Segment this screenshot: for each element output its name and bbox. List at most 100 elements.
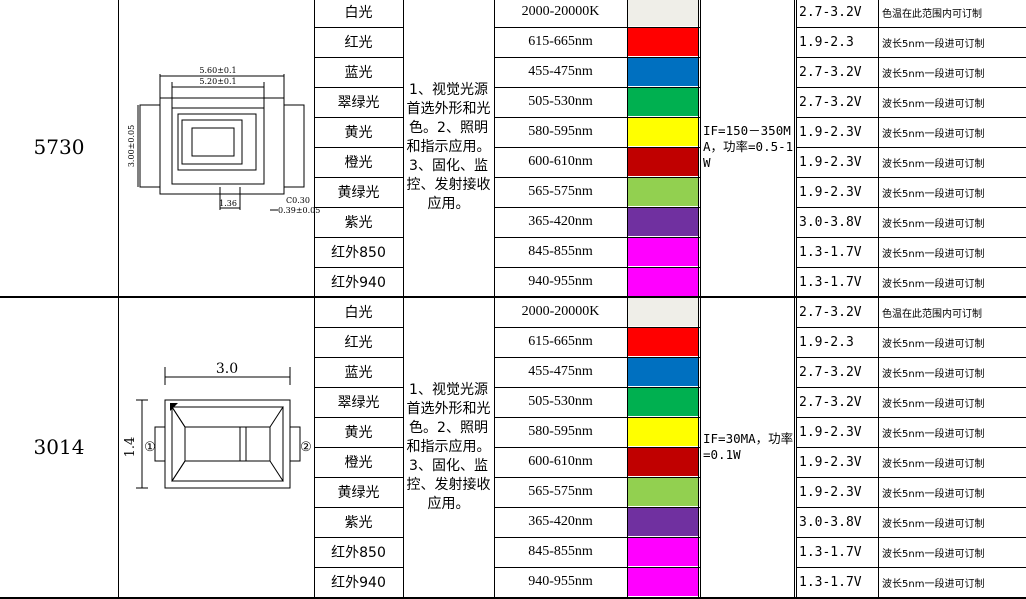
- row-divider: [314, 537, 403, 538]
- forward-voltage: 1.9-2.3: [799, 334, 854, 350]
- wavelength: 940-955nm: [528, 274, 593, 289]
- row-divider: [494, 507, 700, 508]
- forward-voltage: 1.9-2.3V: [799, 184, 862, 200]
- dim-height: 1.4: [123, 437, 138, 458]
- forward-voltage: 3.0-3.8V: [799, 214, 862, 230]
- row-divider: [314, 57, 403, 58]
- color-name: 黄绿光: [337, 185, 380, 201]
- color-name: 白光: [344, 305, 373, 321]
- row-divider: [314, 87, 403, 88]
- row-divider: [796, 417, 1026, 418]
- column-divider: [796, 0, 797, 599]
- forward-voltage: 1.9-2.3: [799, 34, 854, 50]
- wavelength: 505-530nm: [528, 394, 593, 409]
- custom-note: 波长5nm一段进可订制: [882, 548, 985, 560]
- column-divider: [314, 0, 315, 599]
- row-divider: [314, 267, 403, 268]
- forward-voltage: 1.9-2.3V: [799, 124, 862, 140]
- application-line: 3、固化、监控、发射接收应用。: [406, 457, 491, 512]
- color-name: 红光: [344, 335, 373, 351]
- dim-corner: C0.30: [286, 196, 310, 205]
- row-divider: [314, 177, 403, 178]
- custom-note: 波长5nm一段进可订制: [882, 368, 985, 380]
- custom-note: 波长5nm一段进可订制: [882, 98, 985, 110]
- row-divider: [314, 207, 403, 208]
- row-divider: [314, 147, 403, 148]
- custom-note: 波长5nm一段进可订制: [882, 338, 985, 350]
- row-divider: [494, 27, 700, 28]
- row-divider: [796, 117, 1026, 118]
- row-divider: [494, 357, 700, 358]
- color-swatch: [628, 418, 699, 446]
- custom-note: 波长5nm一段进可订制: [882, 518, 985, 530]
- package-drawing-5730: 5.60±0.1 5.20±0.1 3.00±0.05 1.36 0.39±0.…: [127, 66, 320, 215]
- column-divider: [403, 0, 404, 599]
- custom-note: 波长5nm一段进可订制: [882, 578, 985, 590]
- application-line: 3、固化、监控、发射接收应用。: [406, 157, 491, 212]
- custom-note: 波长5nm一段进可订制: [882, 68, 985, 80]
- wavelength: 845-855nm: [528, 244, 593, 259]
- row-divider: [494, 477, 700, 478]
- custom-note: 波长5nm一段进可订制: [882, 158, 985, 170]
- custom-note: 波长5nm一段进可订制: [882, 398, 985, 410]
- application-text: 1、视觉光源首选外形和光色。2、照明和指示应用。3、固化、监控、发射接收应用。: [403, 297, 494, 597]
- custom-note: 色温在此范围内可订制: [882, 8, 982, 20]
- color-swatch: [628, 568, 699, 596]
- color-name: 橙光: [344, 455, 373, 471]
- row-divider: [314, 477, 403, 478]
- color-name: 红外850: [331, 545, 386, 561]
- wavelength: 580-595nm: [528, 424, 593, 439]
- application-lines: 1、视觉光源首选外形和光色。2、照明和指示应用。3、固化、监控、发射接收应用。: [405, 381, 493, 514]
- row-divider: [314, 417, 403, 418]
- drive-spec-text: IF=30MA，功率=0.1W: [703, 431, 794, 462]
- wavelength: 565-575nm: [528, 484, 593, 499]
- row-divider: [494, 207, 700, 208]
- color-swatch: [628, 388, 699, 416]
- color-swatch: [628, 298, 699, 326]
- column-divider: [878, 0, 879, 599]
- color-swatch: [628, 358, 699, 386]
- color-swatch: [628, 508, 699, 536]
- row-divider: [314, 117, 403, 118]
- wavelength: 940-955nm: [528, 574, 593, 589]
- row-divider: [314, 327, 403, 328]
- custom-note: 波长5nm一段进可订制: [882, 218, 985, 230]
- forward-voltage: 2.7-3.2V: [799, 64, 862, 80]
- row-divider: [494, 117, 700, 118]
- row-divider: [796, 567, 1026, 568]
- color-name: 蓝光: [344, 65, 373, 81]
- color-swatch: [628, 148, 699, 176]
- custom-note: 波长5nm一段进可订制: [882, 488, 985, 500]
- forward-voltage: 1.9-2.3V: [799, 454, 862, 470]
- application-line: 1、视觉光源首选外形和光色。: [406, 381, 491, 436]
- row-divider: [314, 27, 403, 28]
- wavelength: 600-610nm: [528, 454, 593, 469]
- forward-voltage: 1.3-1.7V: [799, 274, 862, 290]
- color-swatch: [628, 478, 699, 506]
- row-divider: [796, 357, 1026, 358]
- row-divider: [314, 237, 403, 238]
- forward-voltage: 3.0-3.8V: [799, 514, 862, 530]
- row-divider: [314, 447, 403, 448]
- custom-note: 色温在此范围内可订制: [882, 308, 982, 320]
- color-swatch: [628, 28, 699, 56]
- forward-voltage: 1.3-1.7V: [799, 244, 862, 260]
- application-text: 1、视觉光源首选外形和光色。2、照明和指示应用。3、固化、监控、发射接收应用。: [403, 0, 494, 297]
- row-divider: [796, 477, 1026, 478]
- application-line: 2、照明和指示应用。: [406, 119, 491, 155]
- column-divider: [627, 0, 628, 599]
- wavelength: 505-530nm: [528, 94, 593, 109]
- forward-voltage: 1.9-2.3V: [799, 424, 862, 440]
- wavelength: 365-420nm: [528, 514, 593, 529]
- wavelength: 615-665nm: [528, 334, 593, 349]
- row-divider: [494, 177, 700, 178]
- row-divider: [314, 387, 403, 388]
- color-swatch: [628, 448, 699, 476]
- color-name: 红外850: [331, 245, 386, 261]
- model-number: 5730: [33, 135, 85, 159]
- row-divider: [494, 567, 700, 568]
- wavelength: 365-420nm: [528, 214, 593, 229]
- column-divider: [700, 0, 701, 599]
- color-name: 紫光: [344, 515, 373, 531]
